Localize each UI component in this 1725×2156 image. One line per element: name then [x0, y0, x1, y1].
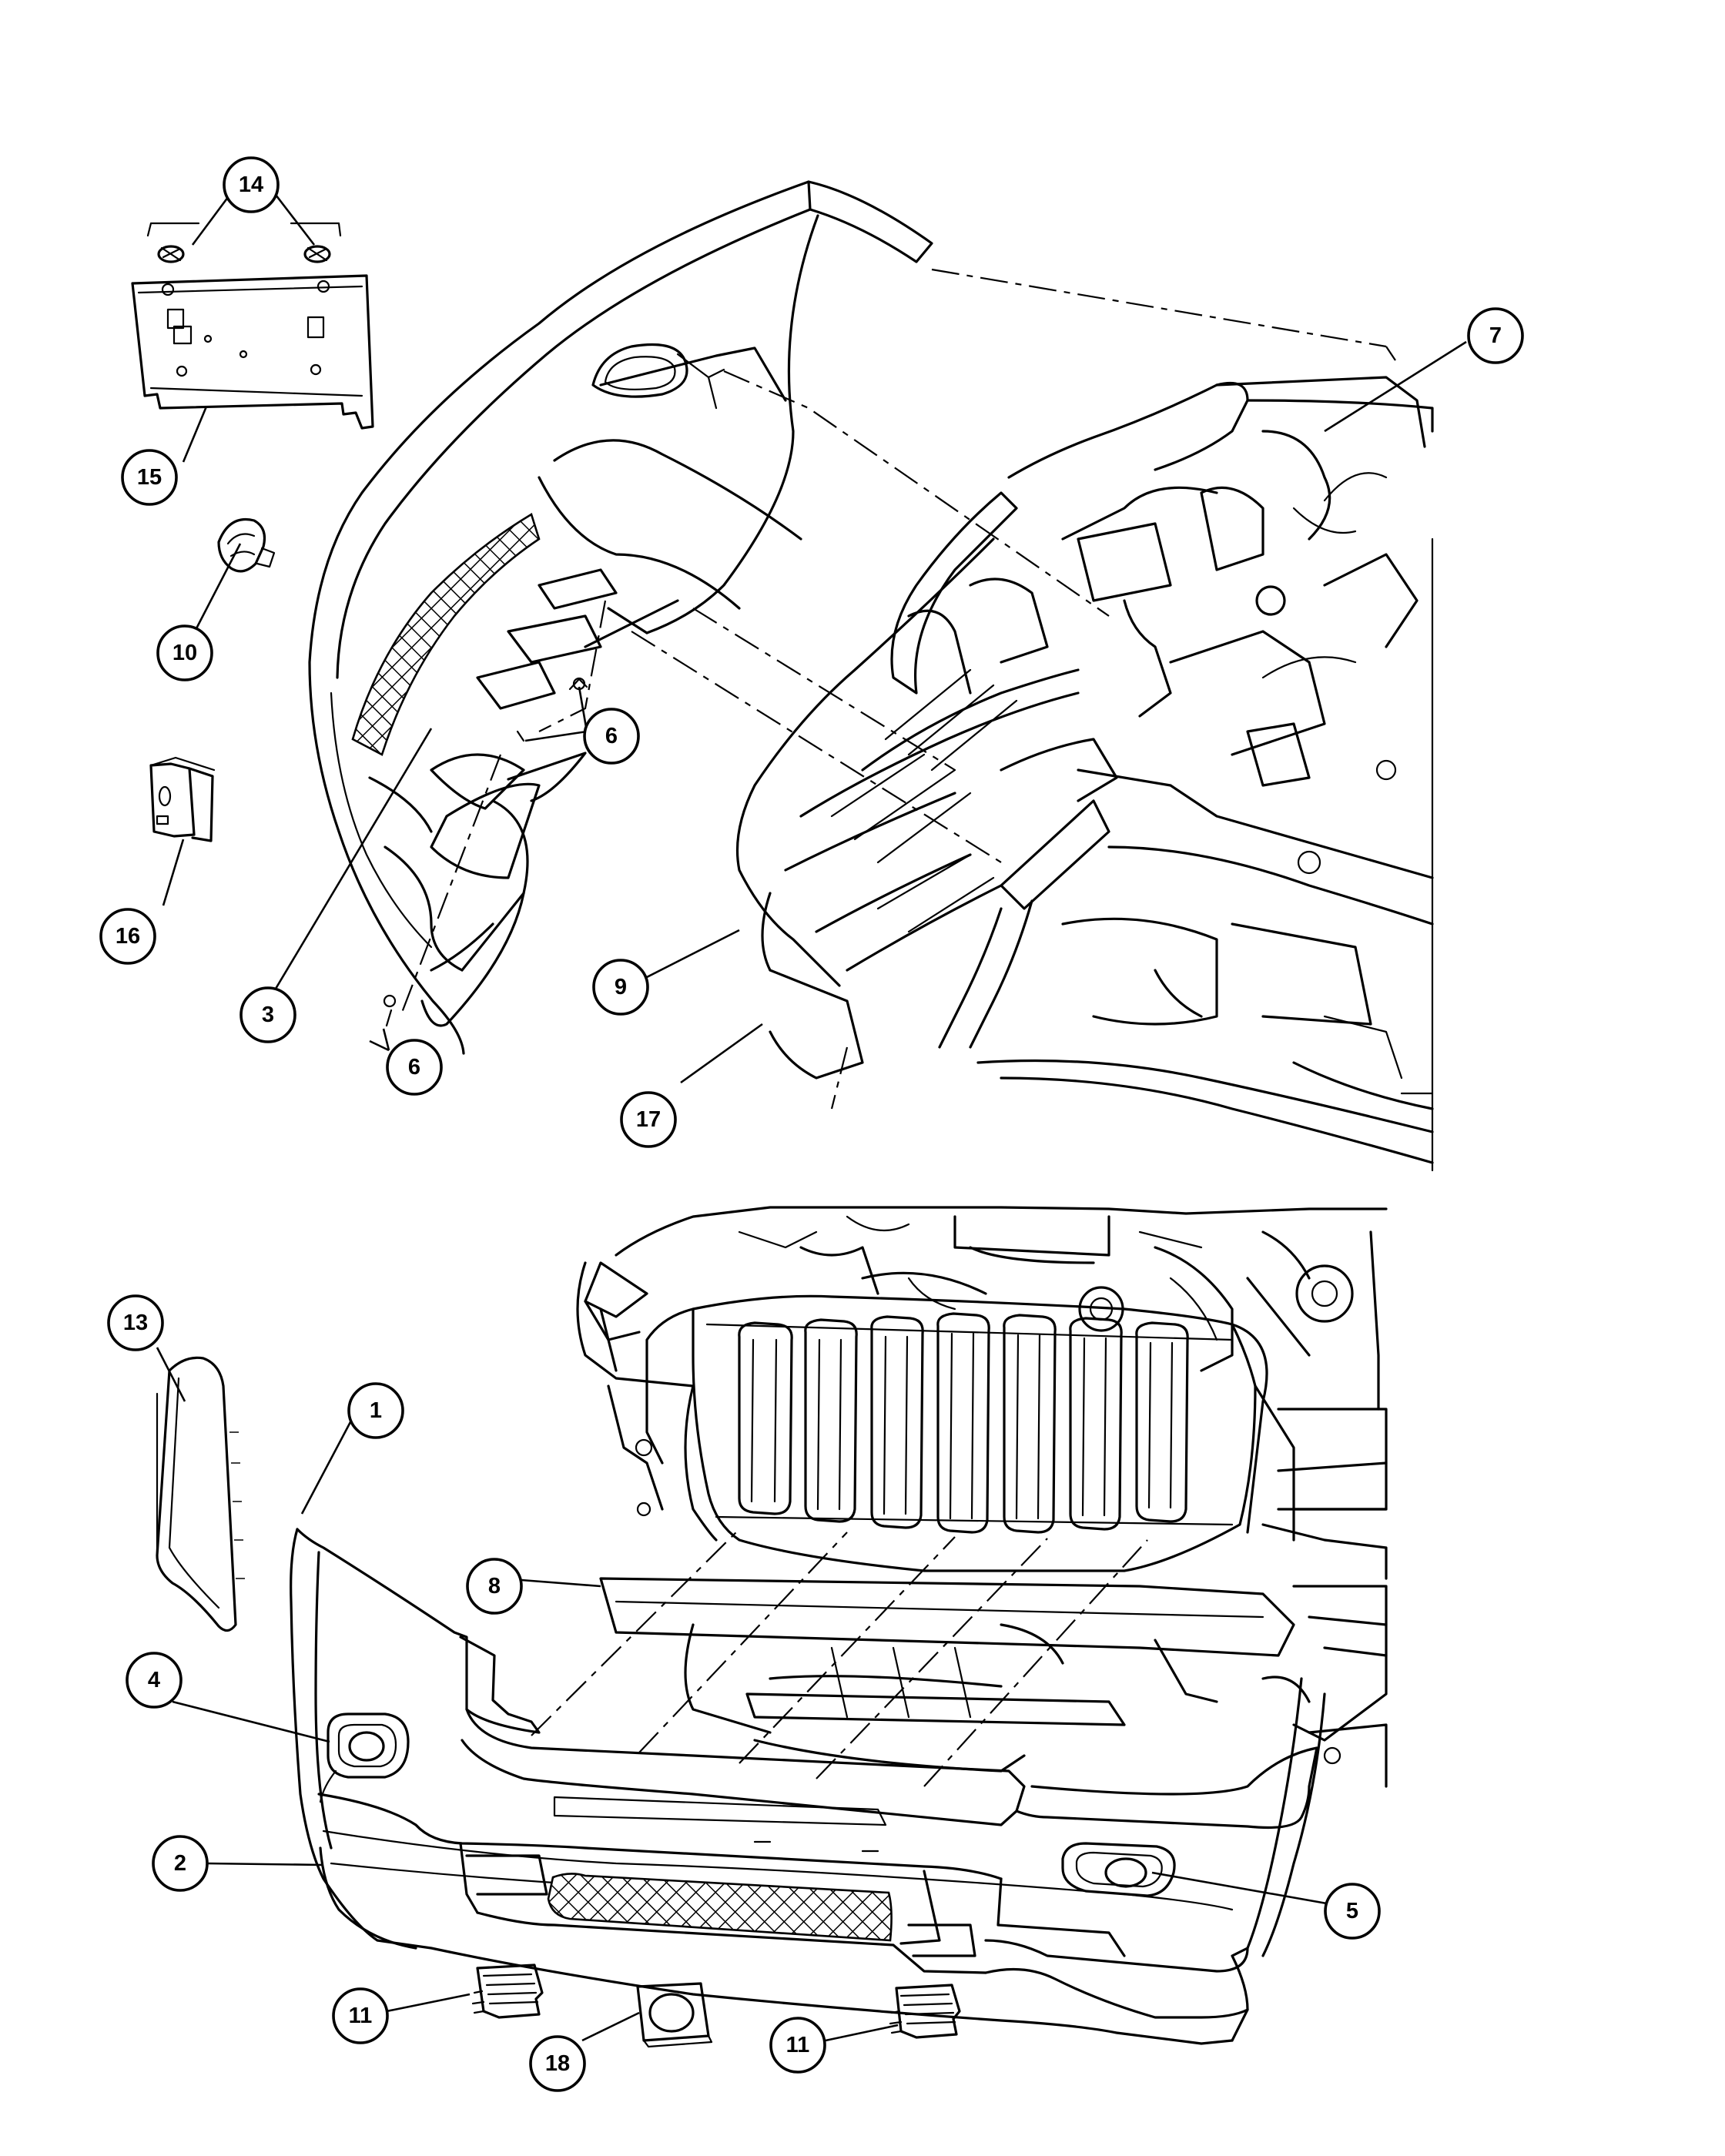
- callout-6-lower: 6: [386, 1039, 443, 1096]
- callout-label: 7: [1489, 323, 1502, 348]
- engine-bay-lower: [576, 1206, 1388, 1788]
- callout-label: 18: [545, 2051, 570, 2076]
- callout-label: 15: [137, 465, 162, 490]
- callout-15: 15: [121, 449, 178, 506]
- fog-lamp-bezel: [636, 1982, 713, 2048]
- callout-label: 1: [370, 1398, 382, 1423]
- callout-5: 5: [1324, 1883, 1381, 1940]
- callout-label: 3: [262, 1003, 274, 1027]
- callout-11-right: 11: [769, 2017, 826, 2074]
- callout-label: 4: [148, 1668, 160, 1692]
- callout-label: 11: [786, 2033, 810, 2057]
- tow-hook-cover-right: [889, 1984, 961, 2039]
- fasteners: [383, 677, 588, 1027]
- callout-18: 18: [529, 2035, 586, 2092]
- callout-6-upper: 6: [583, 708, 640, 765]
- mounting-bracket: [149, 756, 216, 842]
- callout-label: 11: [349, 2004, 373, 2028]
- push-clip: [217, 518, 276, 573]
- callout-2: 2: [152, 1835, 209, 1892]
- callout-label: 17: [636, 1107, 661, 1132]
- fascia-trim-bezel: [156, 1356, 245, 1632]
- front-bumper-fascia: [290, 1528, 1326, 2045]
- assembly-guide-lines-upper: [399, 268, 1396, 1110]
- callout-label: 10: [172, 641, 197, 665]
- license-plate-bracket: [131, 274, 374, 430]
- callout-leaders: [156, 184, 1467, 2042]
- callout-13: 13: [107, 1294, 164, 1351]
- assembly-guide-lines-lower: [531, 1528, 1148, 1787]
- callout-10: 10: [156, 624, 213, 681]
- callout-8: 8: [466, 1558, 523, 1615]
- callout-label: 2: [174, 1851, 186, 1876]
- callout-label: 13: [123, 1311, 148, 1335]
- callout-17: 17: [620, 1091, 677, 1148]
- callout-7: 7: [1467, 307, 1524, 364]
- callout-label: 6: [408, 1055, 420, 1080]
- fog-lamp-opening-left: [327, 1712, 410, 1779]
- engine-bay-upper: [735, 376, 1434, 1172]
- callout-label: 14: [239, 172, 263, 197]
- license-plate-screws: [146, 222, 342, 263]
- callout-3: 3: [239, 986, 296, 1043]
- callout-label: 8: [488, 1574, 501, 1599]
- front-fascia-upper: [308, 180, 933, 1055]
- callout-label: 9: [615, 975, 627, 999]
- callout-11-left: 11: [332, 1987, 389, 2044]
- tow-hook-cover-left: [471, 1964, 544, 2019]
- grille-slots: [738, 1312, 1189, 1534]
- callout-9: 9: [592, 959, 649, 1016]
- callout-14: 14: [223, 156, 280, 213]
- callout-label: 6: [605, 724, 618, 748]
- callout-16: 16: [99, 908, 156, 965]
- callout-1: 1: [347, 1382, 404, 1439]
- callout-label: 16: [116, 924, 140, 949]
- callout-4: 4: [126, 1652, 183, 1709]
- fog-lamp-opening-right: [1061, 1842, 1176, 1897]
- callout-label: 5: [1346, 1899, 1358, 1923]
